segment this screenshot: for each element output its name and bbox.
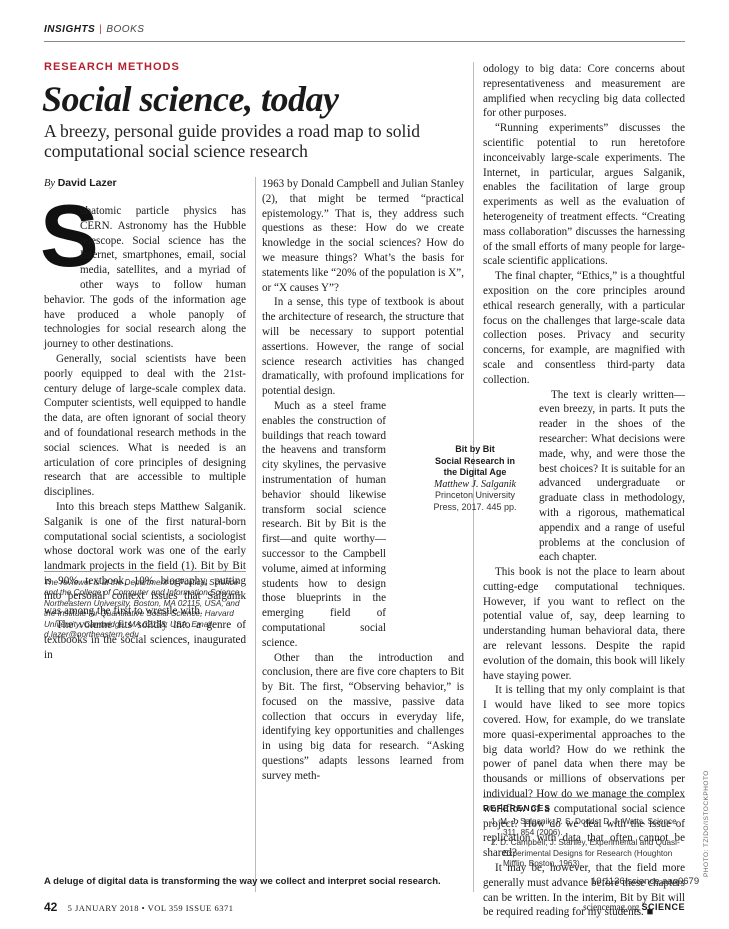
book-subtitle: Social Research in the Digital Age — [434, 455, 516, 478]
reference-item: 1. M. J. Salganik, P. S. Dodds, D. J. Wa… — [491, 817, 677, 837]
book-info: Bit by Bit Social Research in the Digita… — [427, 444, 523, 513]
body-column-3: odology to big data: Core concerns about… — [483, 62, 685, 920]
image-caption: A deluge of digital data is transforming… — [44, 876, 441, 887]
doi-link[interactable]: 10.1126/science.aaq0679 — [591, 876, 700, 887]
paragraph: This book is not the place to learn abou… — [483, 566, 685, 682]
book-title: Bit by Bit — [455, 444, 495, 454]
paragraph: “Running experiments” discusses the scie… — [483, 122, 685, 268]
reviewer-note: The reviewer is at the Department of Pol… — [44, 578, 242, 640]
paragraph: The text is clearly written—even breezy,… — [539, 388, 685, 564]
article-title: Social science, today — [42, 79, 339, 119]
paragraph: The volume fits solidly into a genre of … — [44, 619, 246, 661]
paragraph: Much as a steel frame enables the constr… — [262, 399, 386, 649]
photo-credit: PHOTO: TZIDO/ISTOCKPHOTO — [703, 770, 710, 877]
footer-site: sciencemag.org SCIENCE — [583, 902, 685, 912]
body-column-2: 1963 by Donald Campbell and Julian Stanl… — [262, 177, 464, 784]
paragraph: The final chapter, “Ethics,” is a though… — [483, 270, 685, 386]
reviewer-rule — [44, 571, 246, 572]
paragraph: Generally, social scientists have been p… — [44, 352, 246, 499]
article-deck: A breezy, personal guide provides a road… — [44, 121, 420, 161]
column-rule-2 — [473, 62, 474, 892]
paragraph: It may be, however, that the field more … — [483, 862, 685, 919]
book-publisher: Princeton University Press, 2017. 445 pp… — [433, 490, 517, 512]
references-rule — [483, 797, 685, 798]
site-link[interactable]: sciencemag.org — [583, 902, 640, 912]
paragraph: Other than the introduction and conclusi… — [262, 651, 464, 782]
kicker: RESEARCH METHODS — [44, 61, 180, 73]
section-label: INSIGHTS — [44, 24, 96, 35]
subsection-label: BOOKS — [106, 24, 145, 35]
book-author: Matthew J. Salganik — [434, 478, 516, 490]
column-rule-1 — [255, 177, 256, 892]
page-footer: 42 5 JANUARY 2018 • VOL 359 ISSUE 6371 s… — [44, 900, 685, 914]
paragraph: 1963 by Donald Campbell and Julian Stanl… — [262, 178, 464, 294]
references-heading: REFERENCES — [483, 803, 552, 813]
byline-by: By — [44, 178, 56, 189]
byline: By David Lazer — [44, 177, 117, 189]
dropcap-space — [44, 204, 80, 278]
body-column-1: ubatomic particle physics has CERN. Astr… — [44, 204, 246, 663]
paragraph: odology to big data: Core concerns about… — [483, 63, 685, 120]
journal-name: SCIENCE — [641, 902, 685, 912]
reference-item: 2. D. Campbell, J. Stanley, Experimental… — [491, 838, 680, 869]
header-rule — [44, 41, 685, 42]
paragraph: It is telling that my only complaint is … — [483, 684, 685, 860]
section-header: INSIGHTS|BOOKS — [44, 24, 144, 35]
references: REFERENCES 1. M. J. Salganik, P. S. Dodd… — [483, 803, 685, 869]
paragraph: ubatomic particle physics has CERN. Astr… — [44, 204, 246, 351]
paragraph: Into this breach steps Matthew Salganik.… — [44, 500, 246, 617]
header-separator: | — [99, 24, 103, 35]
paragraph: In a sense, this type of textbook is abo… — [262, 296, 464, 398]
drop-cap: S — [40, 186, 99, 285]
issue-date: 5 JANUARY 2018 • VOL 359 ISSUE 6371 — [67, 903, 234, 913]
author-name: David Lazer — [57, 177, 117, 189]
page-number: 42 — [44, 900, 58, 914]
